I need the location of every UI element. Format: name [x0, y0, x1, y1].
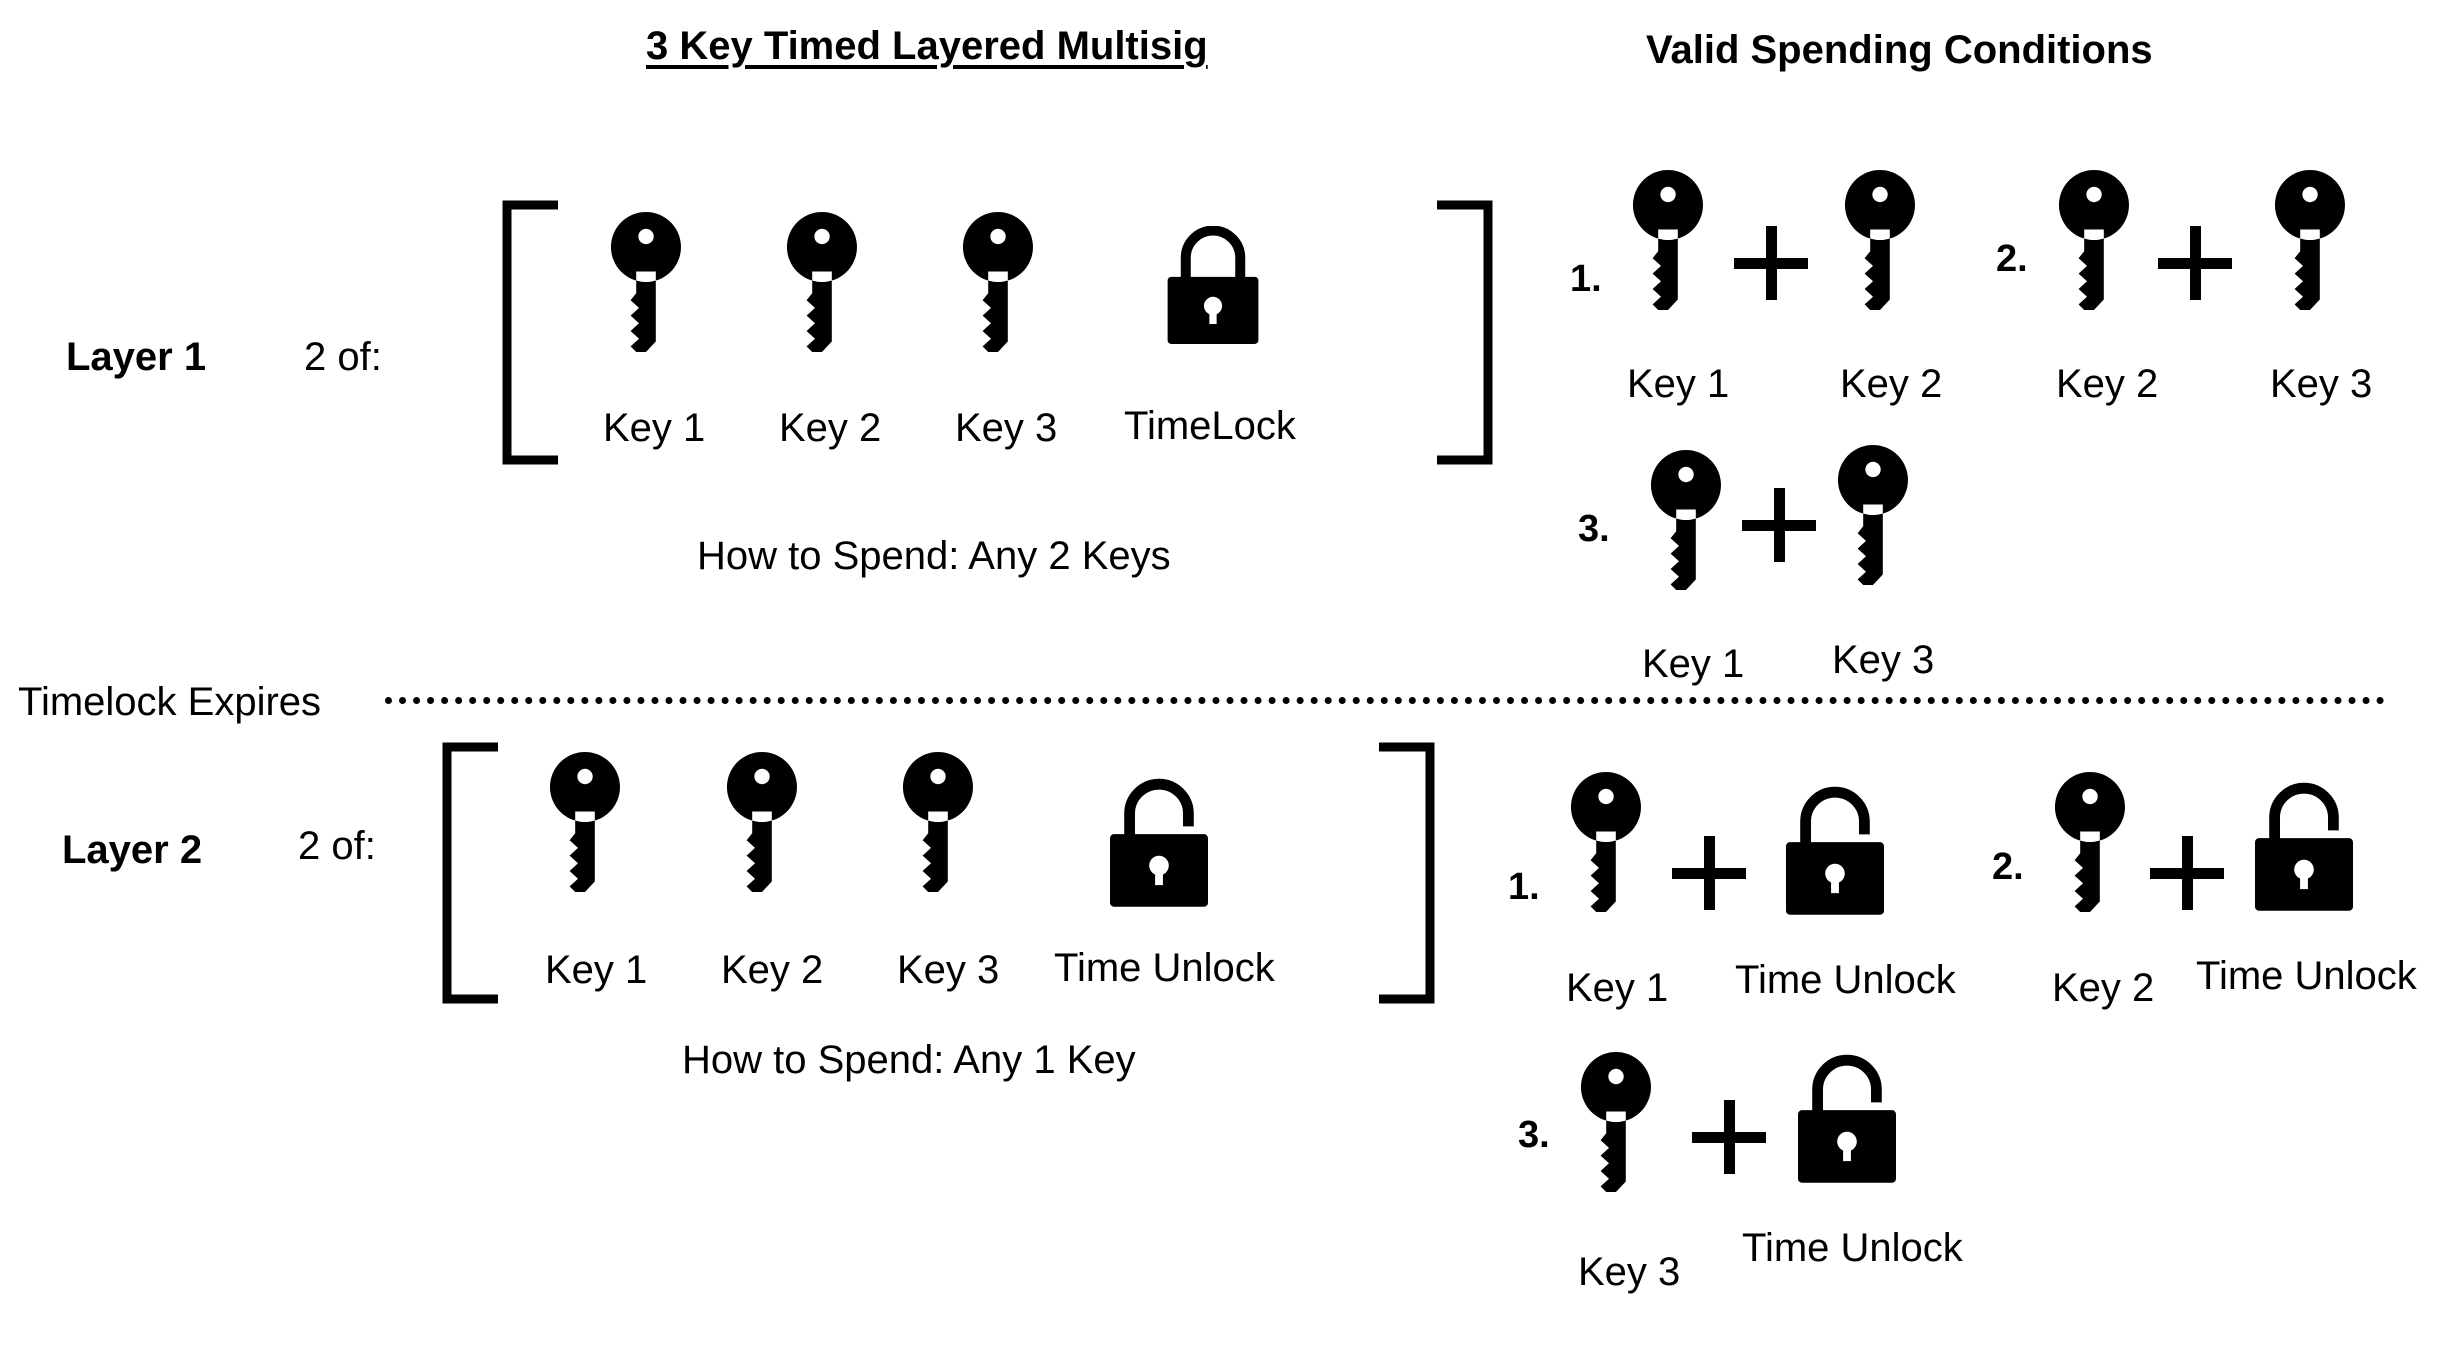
key-icon	[550, 752, 620, 892]
key-icon	[2274, 170, 2346, 310]
layer2-item-label: Key 3	[897, 948, 1000, 992]
plus-icon	[1692, 1100, 1766, 1174]
right-bracket	[1379, 742, 1435, 1004]
key-icon	[1837, 445, 1909, 585]
condition-number: 3.	[1518, 1114, 1550, 1156]
lock-closed-icon	[1164, 226, 1262, 344]
left-bracket	[442, 742, 498, 1004]
layer1-label: Layer 1	[66, 335, 207, 379]
condition-key-label: Key 2	[2056, 362, 2159, 406]
key-icon	[1632, 170, 1704, 310]
layer1-threshold: 2 of:	[304, 335, 382, 379]
condition-unlock-label: Time Unlock	[2196, 954, 2417, 998]
layer1-item-label: Key 1	[603, 406, 706, 450]
condition-unlock-label: Time Unlock	[1735, 958, 1956, 1002]
layer1-item-label: Key 3	[955, 406, 1058, 450]
key-icon	[1570, 772, 1642, 912]
plus-icon	[1742, 488, 1816, 562]
layer2-item-label: Key 2	[721, 948, 824, 992]
key-icon	[787, 212, 857, 352]
condition-number: 2.	[1996, 238, 2028, 280]
layer2-item-label: Key 1	[545, 948, 648, 992]
key-icon	[1844, 170, 1916, 310]
key-icon	[1580, 1052, 1652, 1192]
condition-key-label: Key 1	[1566, 966, 1669, 1010]
layer2-how-to-spend: How to Spend: Any 1 Key	[682, 1038, 1136, 1082]
plus-icon	[2158, 226, 2232, 300]
layer2-threshold: 2 of:	[298, 824, 376, 868]
timelock-divider	[385, 697, 2385, 704]
layer2-label: Layer 2	[62, 828, 203, 872]
lock-open-icon	[1110, 776, 1208, 910]
condition-key-label: Key 2	[2052, 966, 2155, 1010]
layer2-item-label: Time Unlock	[1054, 946, 1275, 990]
plus-icon	[1734, 226, 1808, 300]
lock-open-icon	[1798, 1052, 1896, 1186]
condition-number: 3.	[1578, 508, 1610, 550]
condition-unlock-label: Time Unlock	[1742, 1226, 1963, 1270]
layer1-item-label: TimeLock	[1124, 404, 1296, 448]
key-icon	[727, 752, 797, 892]
key-icon	[611, 212, 681, 352]
condition-number: 1.	[1570, 258, 1602, 300]
plus-icon	[1672, 836, 1746, 910]
conditions-heading: Valid Spending Conditions	[1646, 28, 2153, 72]
lock-open-icon	[2255, 780, 2353, 914]
key-icon	[2054, 772, 2126, 912]
condition-key-label: Key 3	[2270, 362, 2373, 406]
key-icon	[903, 752, 973, 892]
right-bracket	[1437, 200, 1493, 465]
divider-label: Timelock Expires	[18, 680, 322, 724]
diagram-title: 3 Key Timed Layered Multisig	[646, 24, 1208, 68]
key-icon	[2058, 170, 2130, 310]
condition-key-label: Key 2	[1840, 362, 1943, 406]
plus-icon	[2150, 836, 2224, 910]
condition-number: 1.	[1508, 866, 1540, 908]
left-bracket	[502, 200, 558, 465]
condition-key-label: Key 1	[1627, 362, 1730, 406]
key-icon	[963, 212, 1033, 352]
condition-key-label: Key 3	[1832, 638, 1935, 682]
layer1-item-label: Key 2	[779, 406, 882, 450]
key-icon	[1650, 450, 1722, 590]
lock-open-icon	[1786, 784, 1884, 918]
condition-number: 2.	[1992, 846, 2024, 888]
layer1-how-to-spend: How to Spend: Any 2 Keys	[697, 534, 1171, 578]
condition-key-label: Key 3	[1578, 1250, 1681, 1294]
condition-key-label: Key 1	[1642, 642, 1745, 686]
